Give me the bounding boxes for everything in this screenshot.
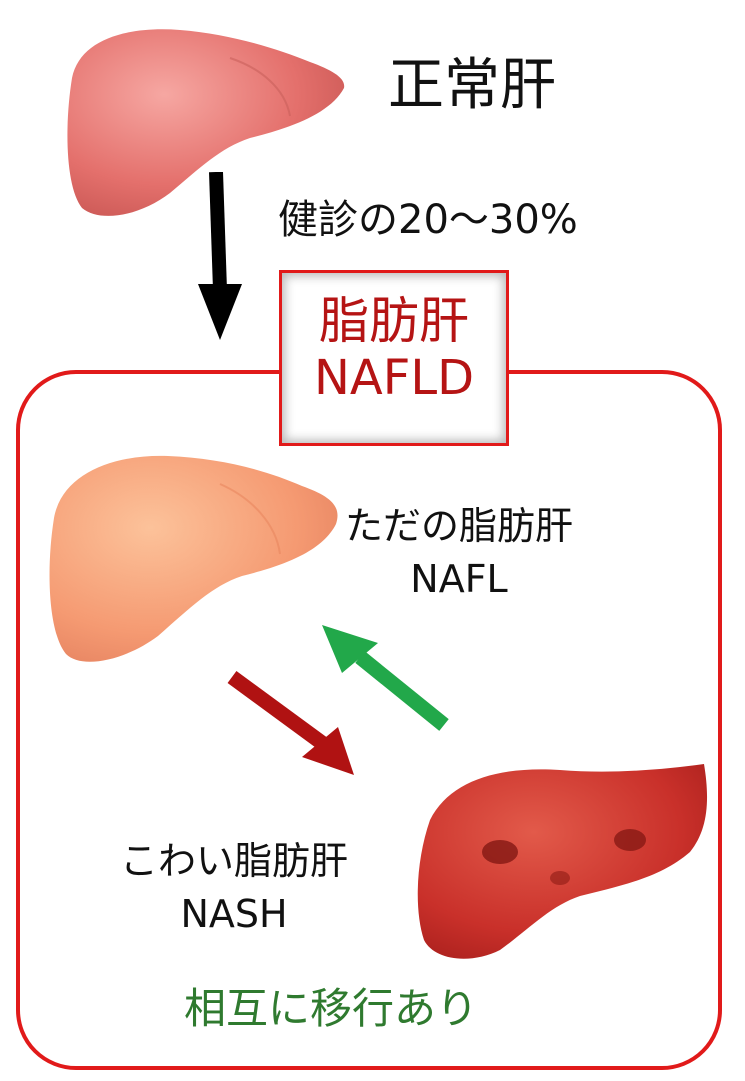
fatty-liver-title: 脂肪肝 — [319, 292, 469, 350]
progression-arrow-icon — [227, 670, 354, 775]
transition-arrows — [227, 625, 449, 775]
nafl-label: ただの脂肪肝 — [345, 504, 574, 548]
checkup-percentage-label: 健診の20～30% — [278, 197, 578, 243]
mutual-transition-label: 相互に移行あり — [184, 984, 479, 1033]
nash-abbr: NASH — [180, 892, 288, 937]
nash-label: こわい脂肪肝 — [120, 839, 349, 883]
nafl-abbr: NAFL — [410, 557, 508, 602]
nafl-label-block: ただの脂肪肝 NAFL — [345, 500, 573, 606]
fatty-liver-abbr: NAFLD — [313, 349, 475, 406]
normal-liver-image — [67, 29, 345, 216]
regression-arrow-icon — [322, 625, 449, 731]
down-arrow-icon — [198, 172, 242, 340]
nash-label-block: こわい脂肪肝 NASH — [120, 835, 348, 941]
normal-liver-label: 正常肝 — [388, 53, 556, 118]
nafl-liver-image — [49, 455, 338, 662]
nash-liver-image — [417, 764, 708, 959]
fatty-liver-title-box: 脂肪肝 NAFLD — [279, 270, 509, 446]
